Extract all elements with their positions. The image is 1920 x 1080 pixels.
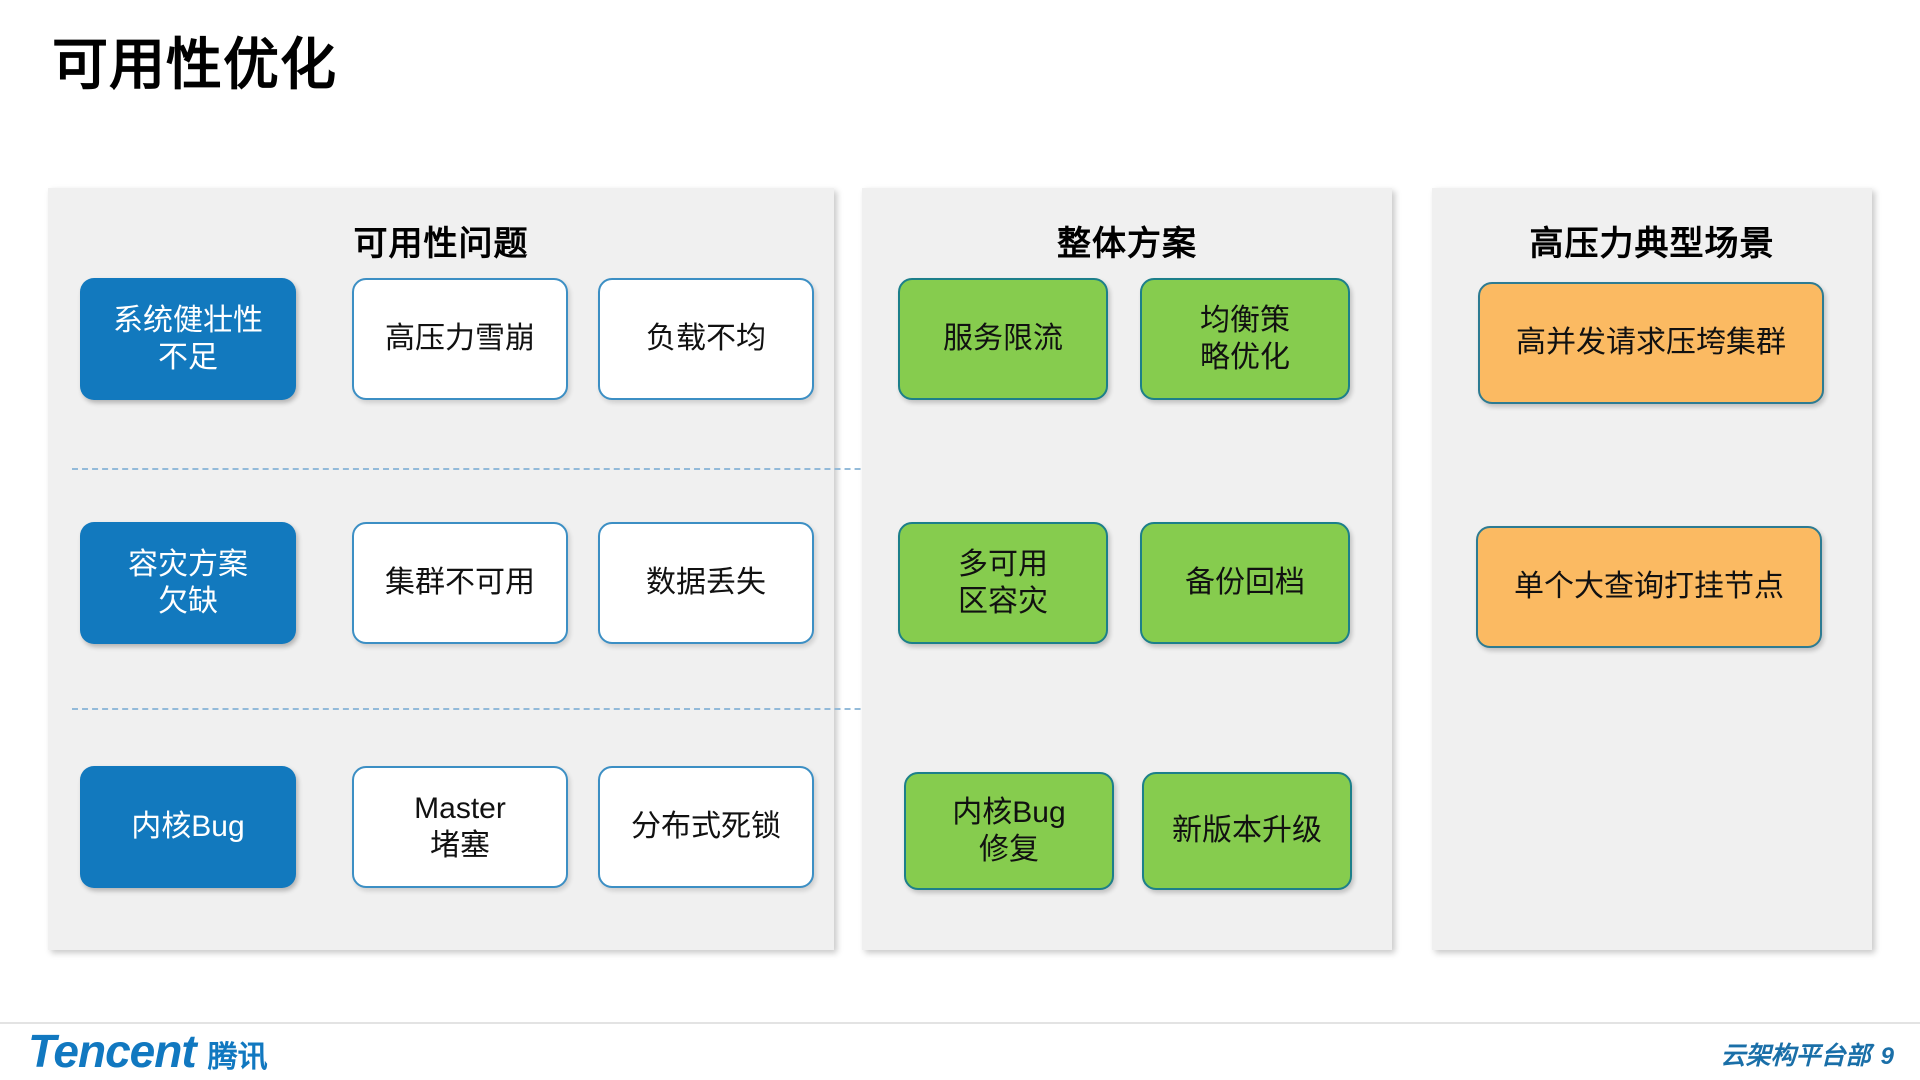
row-separator-2 [72, 708, 1302, 710]
department-label: 云架构平台部 [1720, 1042, 1871, 1070]
problem-box-avalanche[interactable]: 高压力雪崩 [352, 278, 568, 400]
tencent-logo-en: Tencent [28, 1025, 197, 1077]
solution-box-version-upgrade[interactable]: 新版本升级 [1142, 772, 1352, 890]
tencent-logo-cn: 腾讯 [207, 1041, 268, 1074]
panel-title-scenario: 高压力典型场景 [1529, 225, 1775, 263]
scenario-box-high-concurrency[interactable]: 高并发请求压垮集群 [1478, 282, 1824, 404]
problem-box-distributed-deadlock[interactable]: 分布式死锁 [598, 766, 814, 888]
solution-box-kernel-bug-fix[interactable]: 内核Bug 修复 [904, 772, 1114, 890]
panel-title-solution: 整体方案 [1057, 225, 1197, 263]
solution-box-backup-restore[interactable]: 备份回档 [1140, 522, 1350, 644]
footer-right: 云架构平台部 9 [1721, 1036, 1894, 1072]
problem-box-data-loss[interactable]: 数据丢失 [598, 522, 814, 644]
page-title: 可用性优化 [52, 33, 337, 96]
footer-divider [0, 1022, 1920, 1024]
solution-box-balance-strategy[interactable]: 均衡策 略优化 [1140, 278, 1350, 400]
category-box-kernel-bug[interactable]: 内核Bug [80, 766, 296, 888]
category-box-dr-missing[interactable]: 容灾方案 欠缺 [80, 522, 296, 644]
solution-box-rate-limiting[interactable]: 服务限流 [898, 278, 1108, 400]
solution-box-multi-az-dr[interactable]: 多可用 区容灾 [898, 522, 1108, 644]
category-box-robustness[interactable]: 系统健壮性 不足 [80, 278, 296, 400]
panel-title-problems: 可用性问题 [353, 225, 529, 263]
problem-box-load-imbalance[interactable]: 负载不均 [598, 278, 814, 400]
page-number: 9 [1880, 1043, 1894, 1070]
problem-box-cluster-unavailable[interactable]: 集群不可用 [352, 522, 568, 644]
problem-box-master-blocked[interactable]: Master 堵塞 [352, 766, 568, 888]
scenario-box-big-query[interactable]: 单个大查询打挂节点 [1476, 526, 1822, 648]
row-separator-1 [72, 468, 1302, 470]
tencent-logo: Tencent 腾讯 [28, 1028, 268, 1074]
